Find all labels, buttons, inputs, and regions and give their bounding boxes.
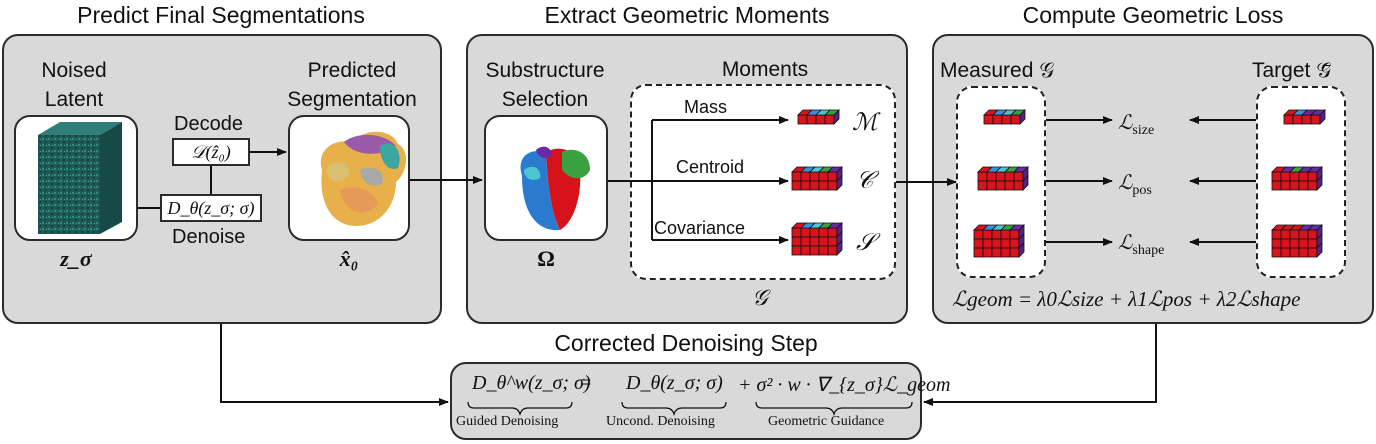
loss-panel-title: Compute Geometric Loss [1022, 2, 1284, 28]
corrected-step-title: Corrected Denoising Step [554, 330, 818, 356]
decode-label: Decode [174, 113, 243, 135]
mass-label: Mass [684, 97, 728, 117]
decode-formula-box: 𝒟(ẑ₀) [172, 138, 250, 166]
predicted-symbol: x̂₀ [339, 246, 359, 271]
predicted-segmentation-label: Predicted Segmentation [287, 59, 417, 111]
covariance-cube-icon [791, 222, 843, 256]
denoise-formula-box: D_θ(z_σ; σ) [160, 194, 262, 222]
target-shape-cube-icon [1271, 224, 1323, 258]
main-flow-arrows [410, 116, 957, 244]
measured-pos-cube-icon [977, 166, 1029, 191]
substructure-selection-label: Substructure Selection [485, 59, 605, 111]
mass-cube-icon [797, 109, 840, 125]
denoise-label: Denoise [172, 226, 246, 248]
corrected-step-panel [450, 362, 922, 440]
predicted-heart-icon [320, 131, 407, 226]
omega-symbol: Ω [537, 246, 555, 271]
measured-size-cube-icon [983, 109, 1026, 125]
target-label: Target 𝒢̄ [1252, 59, 1332, 82]
centroid-label: Centroid [676, 157, 745, 177]
equals-sign: = [580, 372, 592, 394]
uncond-caption: Uncond. Denoising [606, 414, 715, 429]
guided-formula: D_θ^w(z_σ; σ) [472, 372, 591, 394]
extract-panel-title: Extract Geometric Moments [544, 2, 830, 28]
covariance-symbol: 𝒮 [856, 230, 875, 256]
centroid-cube-icon [791, 166, 843, 191]
centroid-symbol: 𝒞 [856, 168, 874, 194]
measured-label: Measured 𝒢 [940, 59, 1055, 82]
mass-symbol: ℳ [852, 110, 878, 136]
geom-loss-equation: ℒgeom = λ0ℒsize + λ1ℒpos + λ2ℒshape [952, 287, 1301, 311]
moments-title: Moments [721, 58, 809, 81]
target-size-cube-icon [1283, 109, 1326, 125]
guided-caption: Guided Denoising [456, 414, 559, 429]
uncond-formula: D_θ(z_σ; σ) [626, 372, 723, 394]
predict-panel-title: Predict Final Segmentations [77, 2, 365, 28]
feedback-arrows [220, 324, 1157, 406]
decode-denoise-connectors [138, 148, 287, 209]
guidance-formula: + σ² · w · ∇_{z_σ}ℒ_geom [738, 374, 951, 396]
underbraces [467, 401, 913, 417]
substructure-heart-icon [520, 146, 590, 231]
covariance-label: Covariance [654, 218, 746, 238]
latent-symbol: z_σ [60, 246, 92, 271]
measured-shape-cube-icon [973, 224, 1025, 258]
loss-pos: ℒpos [1118, 172, 1152, 198]
target-pos-cube-icon [1271, 166, 1323, 191]
guidance-caption: Geometric Guidance [768, 414, 885, 429]
loss-size: ℒsize [1118, 112, 1155, 138]
loss-arrows [1046, 116, 1256, 246]
noised-latent-label: Noised Latent [41, 59, 107, 111]
g-symbol: 𝒢 [752, 285, 768, 310]
noised-latent-cube-icon [38, 122, 122, 234]
loss-shape: ℒshape [1118, 232, 1165, 258]
